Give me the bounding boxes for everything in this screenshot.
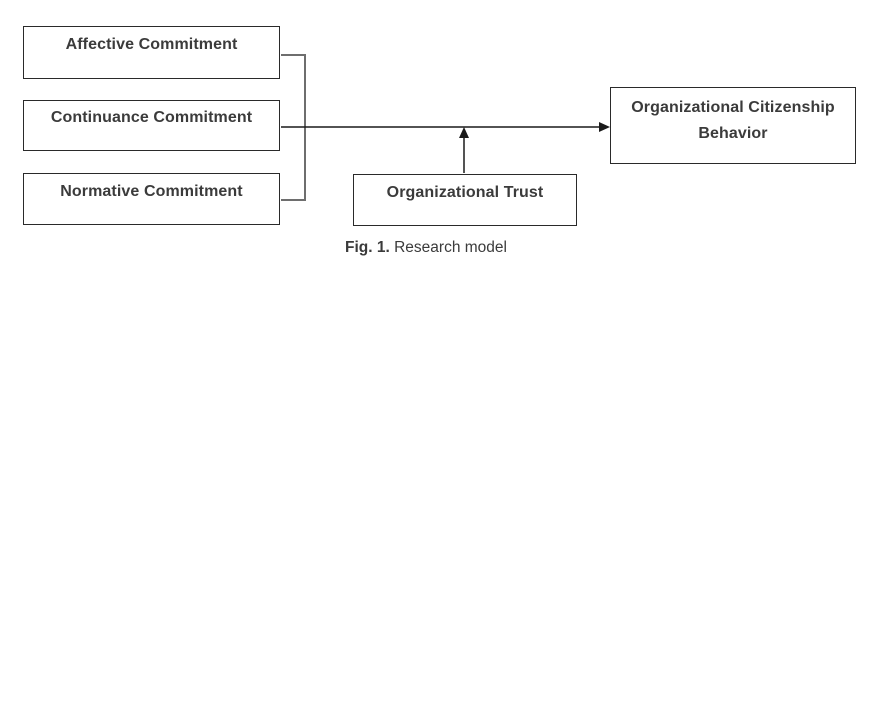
box-affective-commitment: Affective Commitment — [23, 26, 280, 79]
trust-arrowhead — [459, 127, 469, 138]
figure-caption-number: Fig. 1. — [345, 239, 390, 256]
box-continuance-commitment: Continuance Commitment — [23, 100, 280, 151]
figure-caption-text: Research model — [389, 239, 507, 256]
box-continuance-commitment-label: Continuance Commitment — [50, 109, 253, 126]
box-affective-commitment-label: Affective Commitment — [65, 36, 238, 53]
figure-caption: Fig. 1. Research model — [345, 239, 507, 257]
bracket-connector — [281, 54, 306, 201]
box-normative-commitment-label: Normative Commitment — [60, 183, 243, 200]
box-organizational-citizenship-behavior: Organizational Citizenship Behavior — [610, 87, 856, 164]
box-organizational-citizenship-behavior-label: Organizational Citizenship Behavior — [631, 99, 835, 142]
main-arrowhead — [599, 122, 610, 132]
box-organizational-trust-label: Organizational Trust — [386, 184, 544, 201]
box-organizational-trust: Organizational Trust — [353, 174, 577, 226]
box-normative-commitment: Normative Commitment — [23, 173, 280, 225]
